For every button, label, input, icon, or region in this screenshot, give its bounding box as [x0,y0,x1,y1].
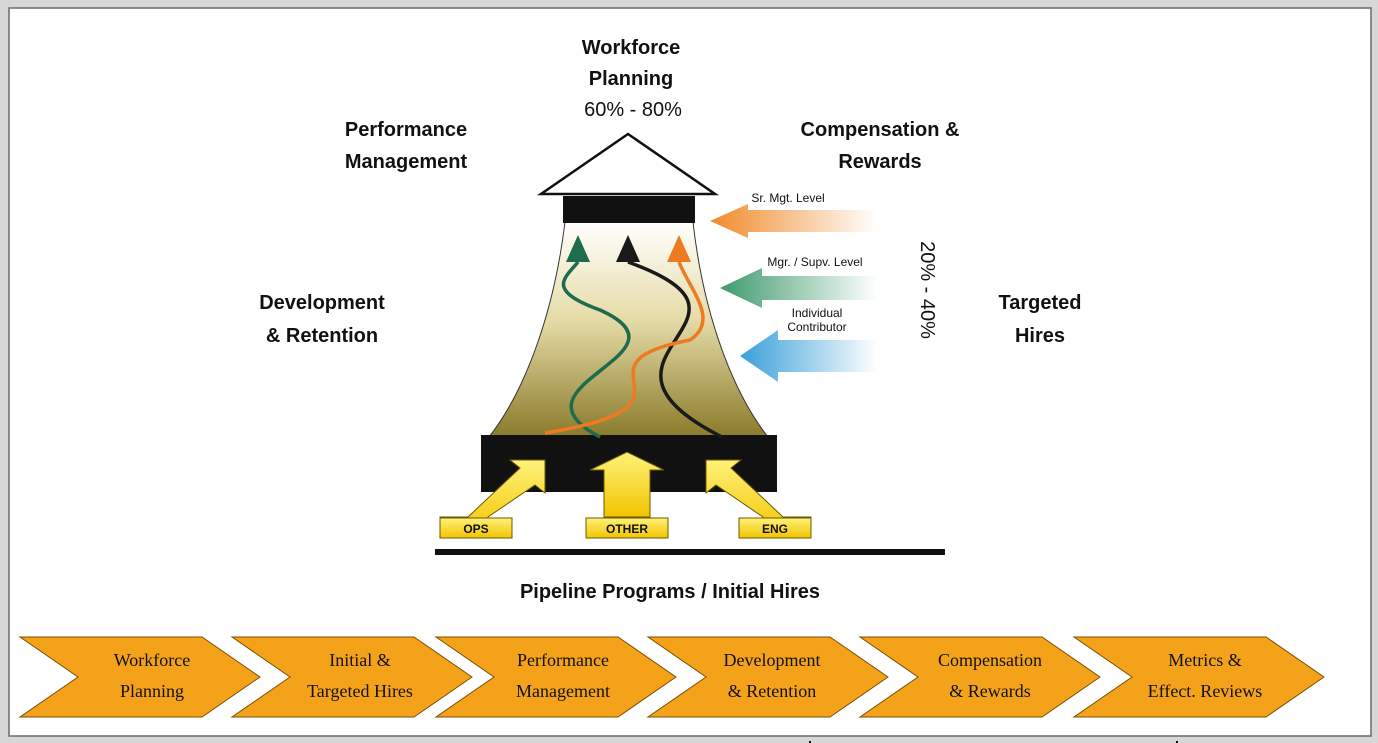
black-path-arrowhead [616,235,640,262]
process-step-1-line1: Workforce [114,650,191,670]
orange-career-path [544,261,705,435]
individual-contributor-arrow [740,330,877,382]
process-step-5-line1: Compensation [938,650,1042,670]
green-career-path [561,260,631,439]
process-step-6-line2: Effect. Reviews [1148,681,1263,701]
individual-contributor-label-line2: Contributor [787,320,846,334]
targeted-hires-percentage: 20% - 40% [916,241,938,339]
process-step-1-line2: Planning [120,681,184,701]
compensation-rewards-label-line2: Rewards [838,151,921,173]
targeted-hires-label-line1: Targeted [999,292,1082,314]
process-step-2-line2: Targeted Hires [307,681,413,701]
process-step-3-line1: Performance [517,650,609,670]
process-step-compensation-rewards [858,636,1101,718]
pipeline-programs-label: Pipeline Programs / Initial Hires [520,581,820,603]
individual-contributor-label-line1: Individual [792,306,843,320]
ops-input-box [439,517,513,539]
workforce-planning-label-line2: Planning [589,68,673,90]
performance-management-label-line2: Management [345,151,468,173]
manager-level-label: Mgr. / Supv. Level [767,255,862,269]
ground-line [435,549,945,555]
senior-level-label: Sr. Mgt. Level [751,191,824,205]
other-input-box [585,517,669,539]
workforce-planning-label-line1: Workforce [582,37,681,59]
green-path-arrowhead [566,235,590,262]
targeted-hires-label-line2: Hires [1015,325,1065,347]
black-career-path [627,260,723,439]
compensation-rewards-label-line1: Compensation & [801,119,960,141]
eng-input-label: ENG [762,522,788,536]
tower-roof [536,132,720,196]
senior-level-arrow [710,204,877,238]
development-retention-label-line1: Development [259,292,385,314]
process-step-workforce-planning [18,636,261,718]
process-step-2-line1: Initial & [329,650,391,670]
process-step-initial-targeted-hires [230,636,473,718]
performance-management-label-line1: Performance [345,119,467,141]
orange-path-arrowhead [667,235,691,262]
process-step-performance-management [434,636,677,718]
tower-top-band [563,196,695,223]
process-step-4-line2: & Retention [728,681,817,701]
process-chevron-row: Workforce Planning Initial & Targeted Hi… [18,636,1325,718]
process-step-metrics-reviews [1072,636,1325,718]
process-step-development-retention [646,636,889,718]
process-step-5-line2: & Rewards [949,681,1030,701]
workforce-planning-percentage: 60% - 80% [584,99,682,121]
manager-level-arrow [720,268,877,308]
process-step-3-line2: Management [516,681,610,701]
other-input-label: OTHER [606,522,648,536]
process-step-6-line1: Metrics & [1168,650,1242,670]
eng-input-box [738,517,812,539]
ops-input-label: OPS [463,522,488,536]
process-step-4-line1: Development [724,650,821,670]
development-retention-label-line2: & Retention [266,325,378,347]
other-input-arrow [589,451,665,518]
